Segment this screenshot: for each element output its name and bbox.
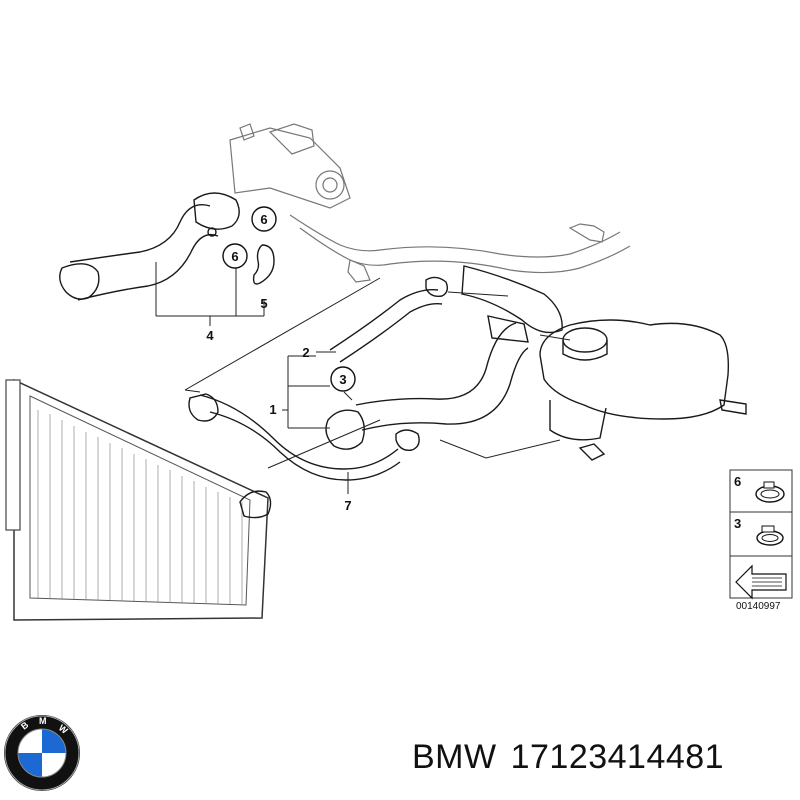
hose-4 [59, 192, 240, 301]
legend-label-6: 6 [734, 474, 741, 489]
radiator [5, 378, 272, 621]
brand-name: BMW [412, 738, 497, 776]
hose-clamp-icon [755, 481, 785, 503]
svg-text:3: 3 [339, 372, 346, 387]
leader-4 [155, 262, 265, 326]
hose-7 [188, 393, 420, 481]
callout-6a: 6 [251, 206, 277, 232]
clamp-legend: 6 3 [729, 469, 793, 600]
legend-label-3: 3 [734, 516, 741, 531]
expansion-tank [539, 319, 747, 461]
callout-3: 3 [330, 366, 356, 392]
svg-text:6: 6 [260, 212, 267, 227]
part-caption: BMW 17123414481 [412, 738, 738, 777]
callout-1: 1 [269, 402, 276, 417]
hose-5 [252, 244, 275, 285]
svg-text:M: M [39, 716, 47, 726]
engine-housing [229, 123, 631, 283]
callout-4: 4 [206, 328, 214, 343]
callout-6b: 6 [222, 243, 248, 269]
bmw-logo: B M W [4, 715, 80, 791]
diagram-code: 00140997 [736, 601, 781, 612]
hose-1 [325, 265, 563, 450]
leader-1 [282, 351, 353, 429]
connector-lines [184, 277, 571, 469]
callout-2: 2 [302, 345, 309, 360]
hose-clamp-small-icon [756, 525, 784, 546]
callout-7: 7 [344, 498, 351, 513]
part-number: 17123414481 [510, 738, 725, 776]
callout-5: 5 [260, 296, 267, 311]
svg-text:6: 6 [231, 249, 238, 264]
svg-text:B: B [19, 719, 31, 731]
arrow-icon [735, 564, 787, 600]
